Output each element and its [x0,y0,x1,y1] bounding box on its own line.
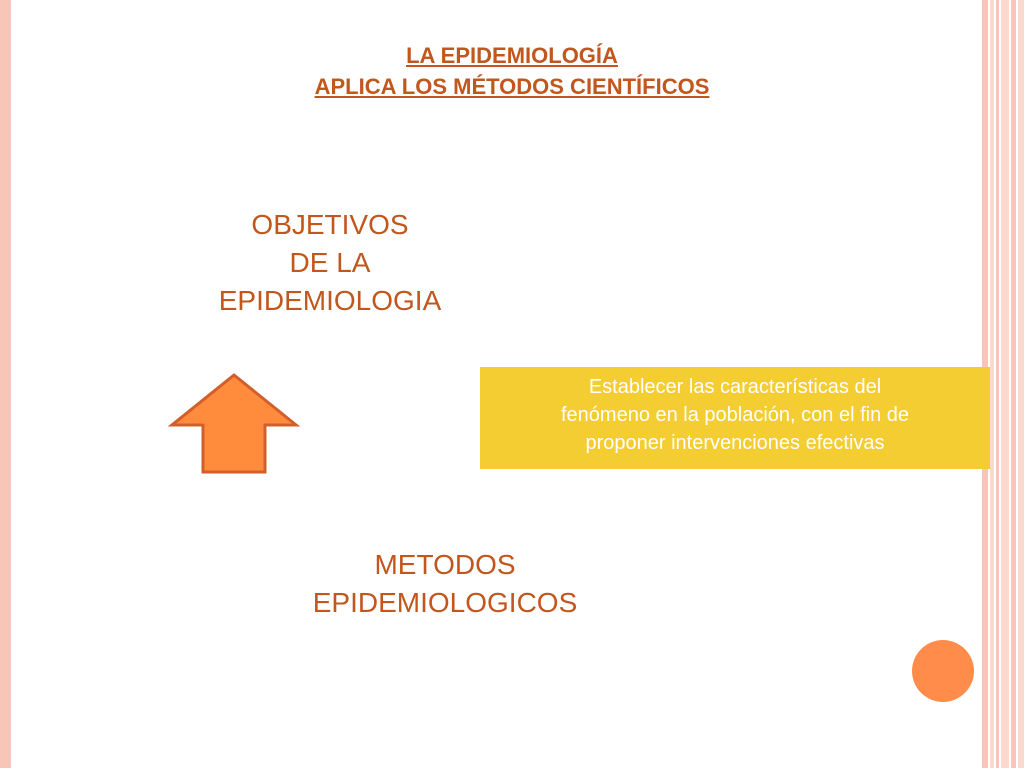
info-box: Establecer las características del fenóm… [480,367,990,469]
up-arrow-icon [168,373,300,474]
title-line-1: LA EPIDEMIOLOGÍA [406,43,618,68]
objetivos-line-1: OBJETIVOS [251,209,409,240]
info-line-2: fenómeno en la población, con el fin de [560,404,910,426]
slide-title: LA EPIDEMIOLOGÍA APLICA LOS MÉTODOS CIEN… [0,40,1024,102]
info-line-3: proponer intervenciones efectivas [585,432,885,454]
info-line-1: Establecer las características del [588,376,882,398]
objetivos-line-3: EPIDEMIOLOGIA [218,285,442,316]
metodos-line-2: EPIDEMIOLOGICOS [312,587,578,618]
objetivos-label: OBJETIVOS DE LA EPIDEMIOLOGIA [170,206,490,320]
title-line-2: APLICA LOS MÉTODOS CIENTÍFICOS [314,74,710,99]
metodos-line-1: METODOS [374,549,516,580]
metodos-label: METODOS EPIDEMIOLOGICOS [270,546,620,622]
circle-decoration-icon [912,640,974,702]
objetivos-line-2: DE LA [289,247,371,278]
left-border-strip [0,0,11,768]
